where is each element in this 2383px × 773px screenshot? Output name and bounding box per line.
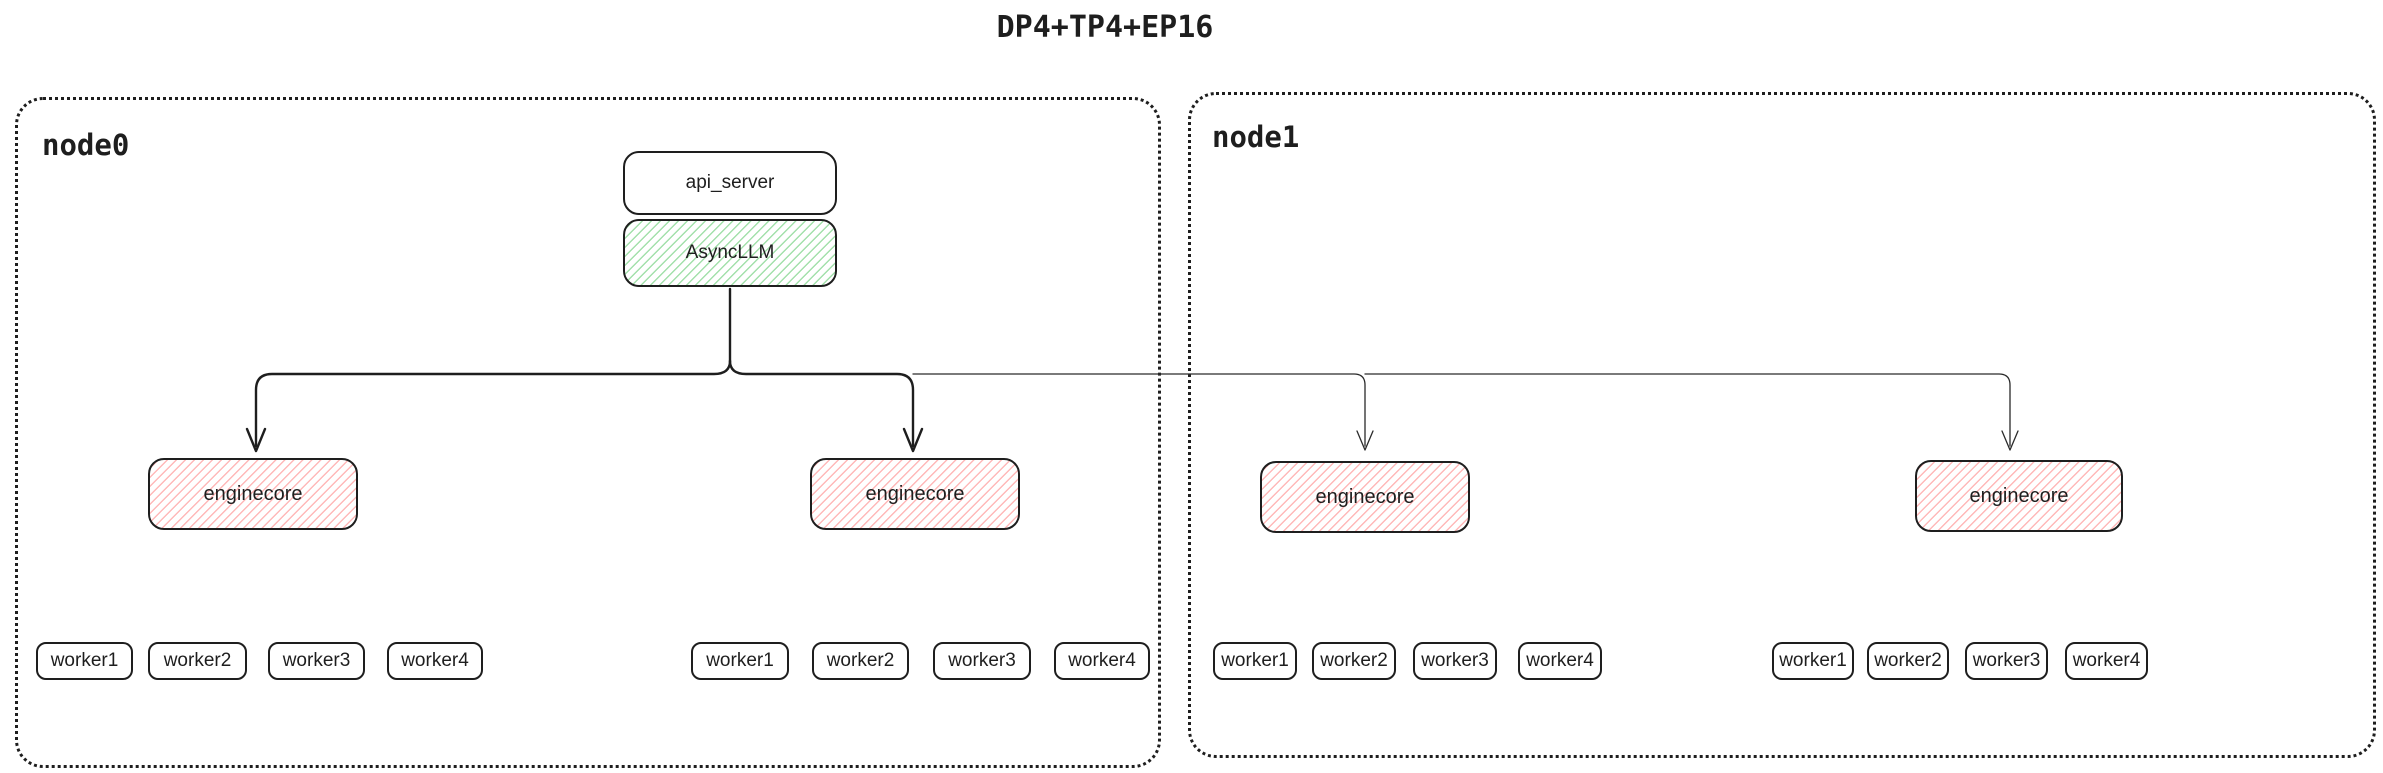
worker-box: worker1 xyxy=(1772,642,1854,680)
worker-box: worker3 xyxy=(933,642,1031,680)
worker-box: worker4 xyxy=(1054,642,1150,680)
worker-box: worker1 xyxy=(1213,642,1297,680)
node1-label: node1 xyxy=(1212,120,1300,154)
worker-box: worker2 xyxy=(1312,642,1396,680)
worker-box: worker4 xyxy=(2065,642,2148,680)
enginecore-box-1: enginecore xyxy=(148,458,358,530)
diagram-title: DP4+TP4+EP16 xyxy=(996,10,1214,45)
worker-box: worker4 xyxy=(1518,642,1602,680)
enginecore-box-2: enginecore xyxy=(810,458,1020,530)
worker-box: worker3 xyxy=(1965,642,2048,680)
api-server-box: api_server xyxy=(623,151,837,215)
enginecore-box-3: enginecore xyxy=(1260,461,1470,533)
worker-box: worker2 xyxy=(1867,642,1949,680)
node0-label: node0 xyxy=(42,128,130,162)
worker-box: worker1 xyxy=(36,642,133,680)
enginecore-box-4: enginecore xyxy=(1915,460,2123,532)
worker-box: worker1 xyxy=(691,642,789,680)
worker-box: worker3 xyxy=(268,642,365,680)
asyncllm-box: AsyncLLM xyxy=(623,219,837,287)
worker-box: worker2 xyxy=(812,642,909,680)
worker-box: worker2 xyxy=(148,642,247,680)
worker-box: worker3 xyxy=(1413,642,1497,680)
worker-box: worker4 xyxy=(387,642,483,680)
